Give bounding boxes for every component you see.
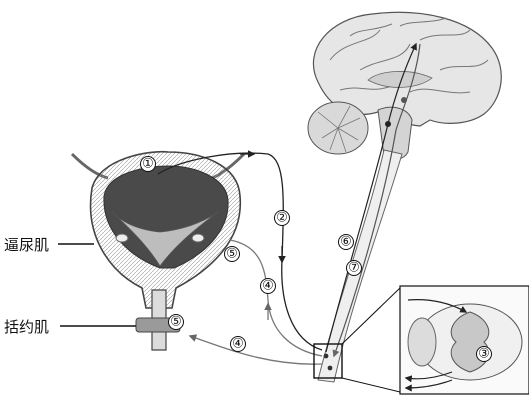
- marker-4-lower: ④: [231, 337, 246, 352]
- spinal-cross-section-inset: [400, 286, 529, 394]
- svg-text:①: ①: [142, 157, 154, 172]
- marker-7: ⑦: [347, 261, 362, 276]
- svg-text:④: ④: [232, 337, 244, 352]
- svg-text:⑤: ⑤: [226, 247, 238, 262]
- marker-1: ①: [141, 157, 156, 172]
- marker-5-detrusor: ⑤: [225, 247, 240, 262]
- marker-2: ②: [275, 211, 290, 226]
- cerebellum: [308, 102, 368, 154]
- svg-text:③: ③: [478, 347, 490, 362]
- brain: [308, 12, 501, 159]
- svg-text:⑦: ⑦: [348, 261, 360, 276]
- svg-text:②: ②: [276, 211, 288, 226]
- svg-text:⑤: ⑤: [170, 315, 182, 330]
- marker-3: ③: [477, 347, 492, 362]
- marker-5-sphincter: ⑤: [169, 315, 184, 330]
- svg-text:⑥: ⑥: [340, 235, 352, 250]
- svg-text:④: ④: [262, 279, 274, 294]
- detrusor-label: 逼尿肌: [4, 236, 49, 254]
- marker-6: ⑥: [339, 235, 354, 250]
- marker-4-upper: ④: [261, 279, 276, 294]
- sphincter-label: 括约肌: [4, 318, 49, 336]
